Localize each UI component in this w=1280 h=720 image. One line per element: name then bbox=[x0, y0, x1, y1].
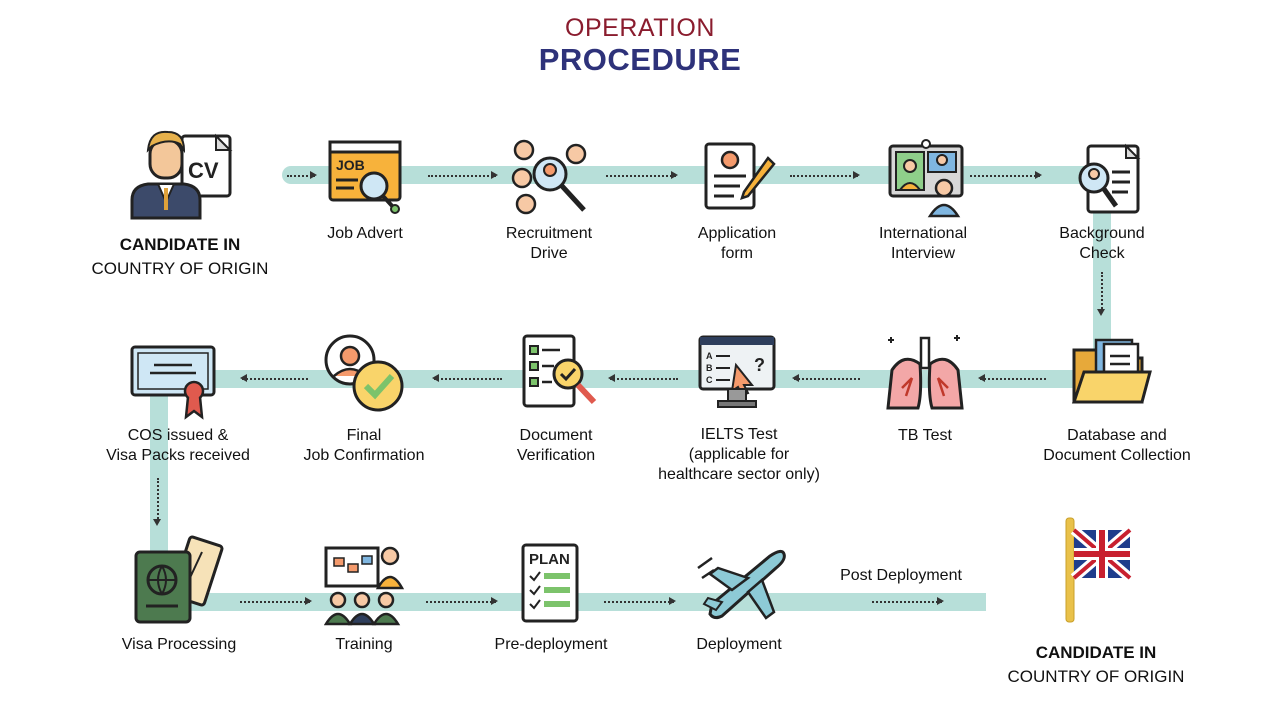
step-deployment: Deployment bbox=[639, 635, 839, 655]
svg-text:JOB: JOB bbox=[336, 157, 365, 173]
step-label-line2: Job Confirmation bbox=[303, 447, 425, 464]
arrow-9 bbox=[432, 374, 502, 382]
end-label: CANDIDATE IN COUNTRY OF ORIGIN bbox=[976, 641, 1216, 689]
step-label-line1: COS issued & bbox=[127, 427, 229, 444]
step-label-line1: Final bbox=[346, 427, 382, 444]
step-label-line1: Visa Processing bbox=[121, 636, 237, 653]
flow-band-left-vertical bbox=[150, 388, 168, 598]
step-label-line1: Recruitment bbox=[505, 225, 593, 242]
step-label-line2: Interview bbox=[890, 245, 956, 262]
step-label-line1: Database and bbox=[1067, 427, 1167, 444]
step-label-line1: Pre-deployment bbox=[494, 636, 608, 653]
step-label-line1: International bbox=[878, 225, 968, 242]
step-international-interview: International Interview bbox=[823, 224, 1023, 264]
arrow-6 bbox=[978, 374, 1046, 382]
step-label-line1: Document bbox=[519, 427, 593, 444]
step-final-job-confirmation: Final Job Confirmation bbox=[264, 426, 464, 466]
end-line2: COUNTRY OF ORIGIN bbox=[1007, 667, 1185, 686]
step-label-line2: Check bbox=[1079, 245, 1125, 262]
step-label-line2: form bbox=[721, 245, 753, 262]
svg-text:CV: CV bbox=[188, 158, 219, 183]
arrow-1 bbox=[287, 171, 317, 179]
background-check-icon bbox=[1068, 142, 1144, 218]
svg-text:B: B bbox=[706, 363, 713, 373]
start-label: CANDIDATE IN COUNTRY OF ORIGIN bbox=[60, 233, 300, 281]
airplane-icon bbox=[692, 544, 788, 624]
step-label-line3: healthcare sector only) bbox=[658, 466, 820, 483]
step-job-advert: Job Advert bbox=[265, 224, 465, 244]
step-label-line1: IELTS Test bbox=[700, 426, 778, 443]
step-ielts-test: IELTS Test (applicable for healthcare se… bbox=[639, 425, 839, 485]
step-recruitment-drive: Recruitment Drive bbox=[449, 224, 649, 264]
svg-text:C: C bbox=[706, 375, 713, 385]
step-label-line1: Deployment bbox=[696, 636, 782, 653]
step-document-verification: Document Verification bbox=[456, 426, 656, 466]
arrow-3 bbox=[606, 171, 678, 179]
title-operation: OPERATION bbox=[565, 14, 715, 42]
step-label-line2: Drive bbox=[530, 245, 568, 262]
document-check-icon bbox=[520, 332, 600, 412]
lungs-icon bbox=[884, 334, 966, 414]
arrow-7 bbox=[792, 374, 860, 382]
arrow-10 bbox=[240, 374, 308, 382]
application-form-icon bbox=[702, 140, 778, 214]
uk-flag-icon bbox=[1062, 516, 1134, 624]
arrow-2 bbox=[428, 171, 498, 179]
step-label-line2: Visa Packs received bbox=[106, 447, 250, 464]
start-line2: COUNTRY OF ORIGIN bbox=[91, 259, 269, 278]
arrow-13 bbox=[604, 597, 676, 605]
certificate-icon bbox=[128, 343, 218, 423]
step-application-form: Application form bbox=[637, 224, 837, 264]
step-database-document-collection: Database and Document Collection bbox=[1017, 426, 1217, 466]
plan-checklist-icon: PLAN bbox=[520, 542, 582, 626]
step-visa-processing: Visa Processing bbox=[79, 635, 279, 655]
job-confirmation-icon bbox=[322, 332, 408, 414]
step-label-line2: (applicable for bbox=[688, 446, 790, 463]
training-icon bbox=[324, 544, 408, 626]
candidate-cv-icon: CV bbox=[124, 126, 234, 222]
arrow-12 bbox=[426, 597, 498, 605]
video-interview-icon bbox=[886, 138, 966, 218]
recruitment-search-icon bbox=[510, 138, 592, 218]
svg-text:A: A bbox=[706, 351, 713, 361]
step-label-line1: Job Advert bbox=[327, 225, 403, 242]
step-label-line1: Application bbox=[697, 225, 777, 242]
step-tb-test: TB Test bbox=[825, 426, 1025, 446]
arrow-8 bbox=[608, 374, 678, 382]
step-cos-visa-packs: COS issued & Visa Packs received bbox=[78, 426, 278, 466]
step-label-line1: TB Test bbox=[898, 427, 952, 444]
arrow-14 bbox=[872, 597, 944, 605]
svg-text:PLAN: PLAN bbox=[529, 551, 570, 568]
step-label-line1: Background bbox=[1059, 225, 1145, 242]
passport-icon bbox=[132, 532, 224, 626]
arrow-5 bbox=[970, 171, 1042, 179]
step-label-line2: Document Collection bbox=[1043, 447, 1191, 464]
end-line1: CANDIDATE IN bbox=[1035, 643, 1157, 662]
svg-text:?: ? bbox=[754, 355, 765, 375]
post-deployment-label: Post Deployment bbox=[840, 567, 962, 584]
step-label-line2: Verification bbox=[516, 447, 596, 464]
arrow-4 bbox=[790, 171, 860, 179]
computer-test-icon: A B C ? bbox=[696, 333, 778, 413]
step-label-line1: Training bbox=[335, 636, 393, 653]
arrow-11 bbox=[240, 597, 312, 605]
arrow-down-right bbox=[1097, 272, 1105, 316]
start-line1: CANDIDATE IN bbox=[119, 235, 241, 254]
step-pre-deployment: Pre-deployment bbox=[451, 635, 651, 655]
step-background-check: Background Check bbox=[1002, 224, 1202, 264]
title-procedure: PROCEDURE bbox=[538, 42, 742, 77]
job-advert-icon: JOB bbox=[328, 140, 406, 218]
arrow-down-left bbox=[153, 478, 161, 526]
folder-icon bbox=[1070, 336, 1152, 410]
step-training: Training bbox=[264, 635, 464, 655]
